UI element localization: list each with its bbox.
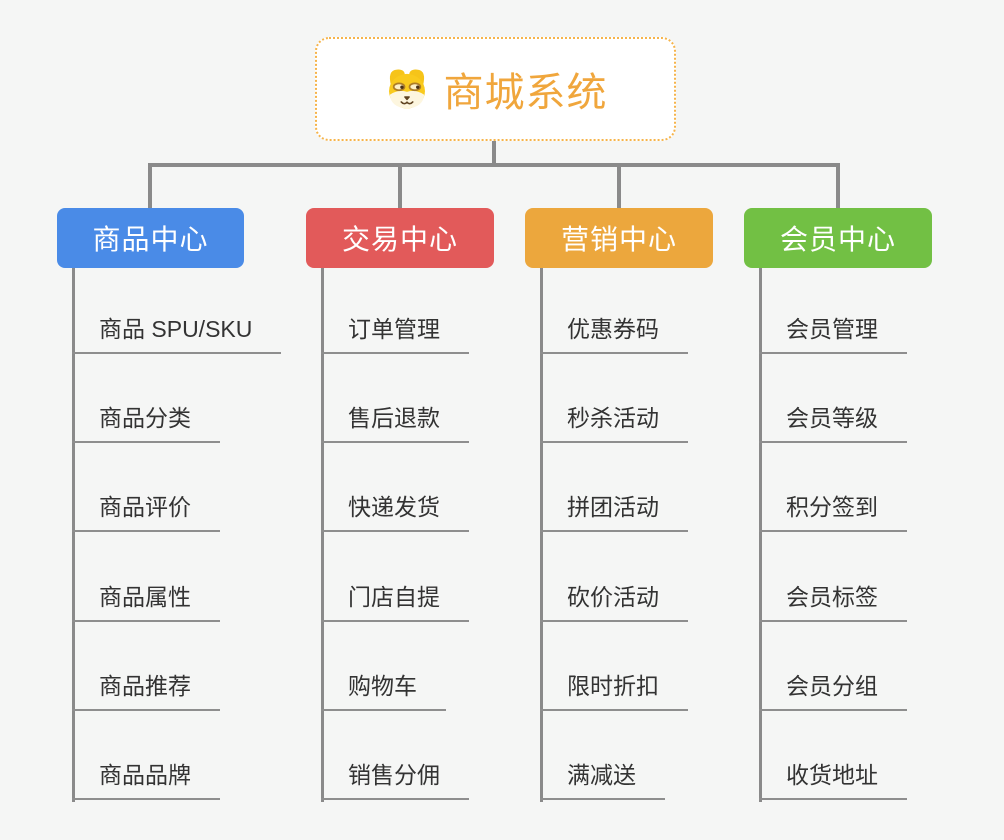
branch-node-trade-center[interactable]: 交易中心: [306, 208, 494, 268]
root-node-title: 商城系统: [443, 71, 608, 115]
child-topic[interactable]: 会员管理: [759, 313, 907, 354]
child-topic[interactable]: 商品属性: [72, 581, 220, 622]
child-topic[interactable]: 秒杀活动: [540, 402, 688, 443]
child-topic[interactable]: 门店自提: [321, 581, 469, 622]
connector-spine-branch-1: [72, 268, 75, 802]
child-topic[interactable]: 会员标签: [759, 581, 907, 622]
connector-spine-branch-4: [759, 268, 762, 802]
branch-node-product-center[interactable]: 商品中心: [57, 208, 244, 268]
child-topic[interactable]: 优惠券码: [540, 313, 688, 354]
child-topic[interactable]: 销售分佣: [321, 759, 469, 800]
child-topic[interactable]: 限时折扣: [540, 670, 688, 711]
child-topic[interactable]: 售后退款: [321, 402, 469, 443]
child-topic[interactable]: 积分签到: [759, 491, 907, 532]
connector-drop-branch-3: [617, 163, 621, 208]
connector-drop-branch-1: [148, 163, 152, 208]
connector-spine-branch-3: [540, 268, 543, 802]
branch-node-marketing-center[interactable]: 营销中心: [525, 208, 713, 268]
child-topic[interactable]: 砍价活动: [540, 581, 688, 622]
connector-drop-branch-2: [398, 163, 402, 208]
dog-face-icon: [384, 65, 430, 113]
child-topic[interactable]: 会员分组: [759, 670, 907, 711]
child-topic[interactable]: 商品推荐: [72, 670, 220, 711]
connector-root-drop: [492, 140, 496, 165]
child-topic[interactable]: 订单管理: [321, 313, 469, 354]
child-topic[interactable]: 拼团活动: [540, 491, 688, 532]
child-topic[interactable]: 商品品牌: [72, 759, 220, 800]
child-topic[interactable]: 快递发货: [321, 491, 469, 532]
child-topic[interactable]: 购物车: [321, 670, 446, 711]
connector-horizontal: [148, 163, 840, 167]
connector-drop-branch-4: [836, 163, 840, 208]
connector-spine-branch-2: [321, 268, 324, 802]
root-node-mall-system[interactable]: 商城系统: [315, 37, 676, 141]
branch-node-member-center[interactable]: 会员中心: [744, 208, 932, 268]
child-topic[interactable]: 商品分类: [72, 402, 220, 443]
child-topic[interactable]: 收货地址: [759, 759, 907, 800]
child-topic[interactable]: 商品 SPU/SKU: [72, 313, 282, 354]
child-topic[interactable]: 会员等级: [759, 402, 907, 443]
child-topic[interactable]: 商品评价: [72, 491, 220, 532]
child-topic[interactable]: 满减送: [540, 759, 665, 800]
